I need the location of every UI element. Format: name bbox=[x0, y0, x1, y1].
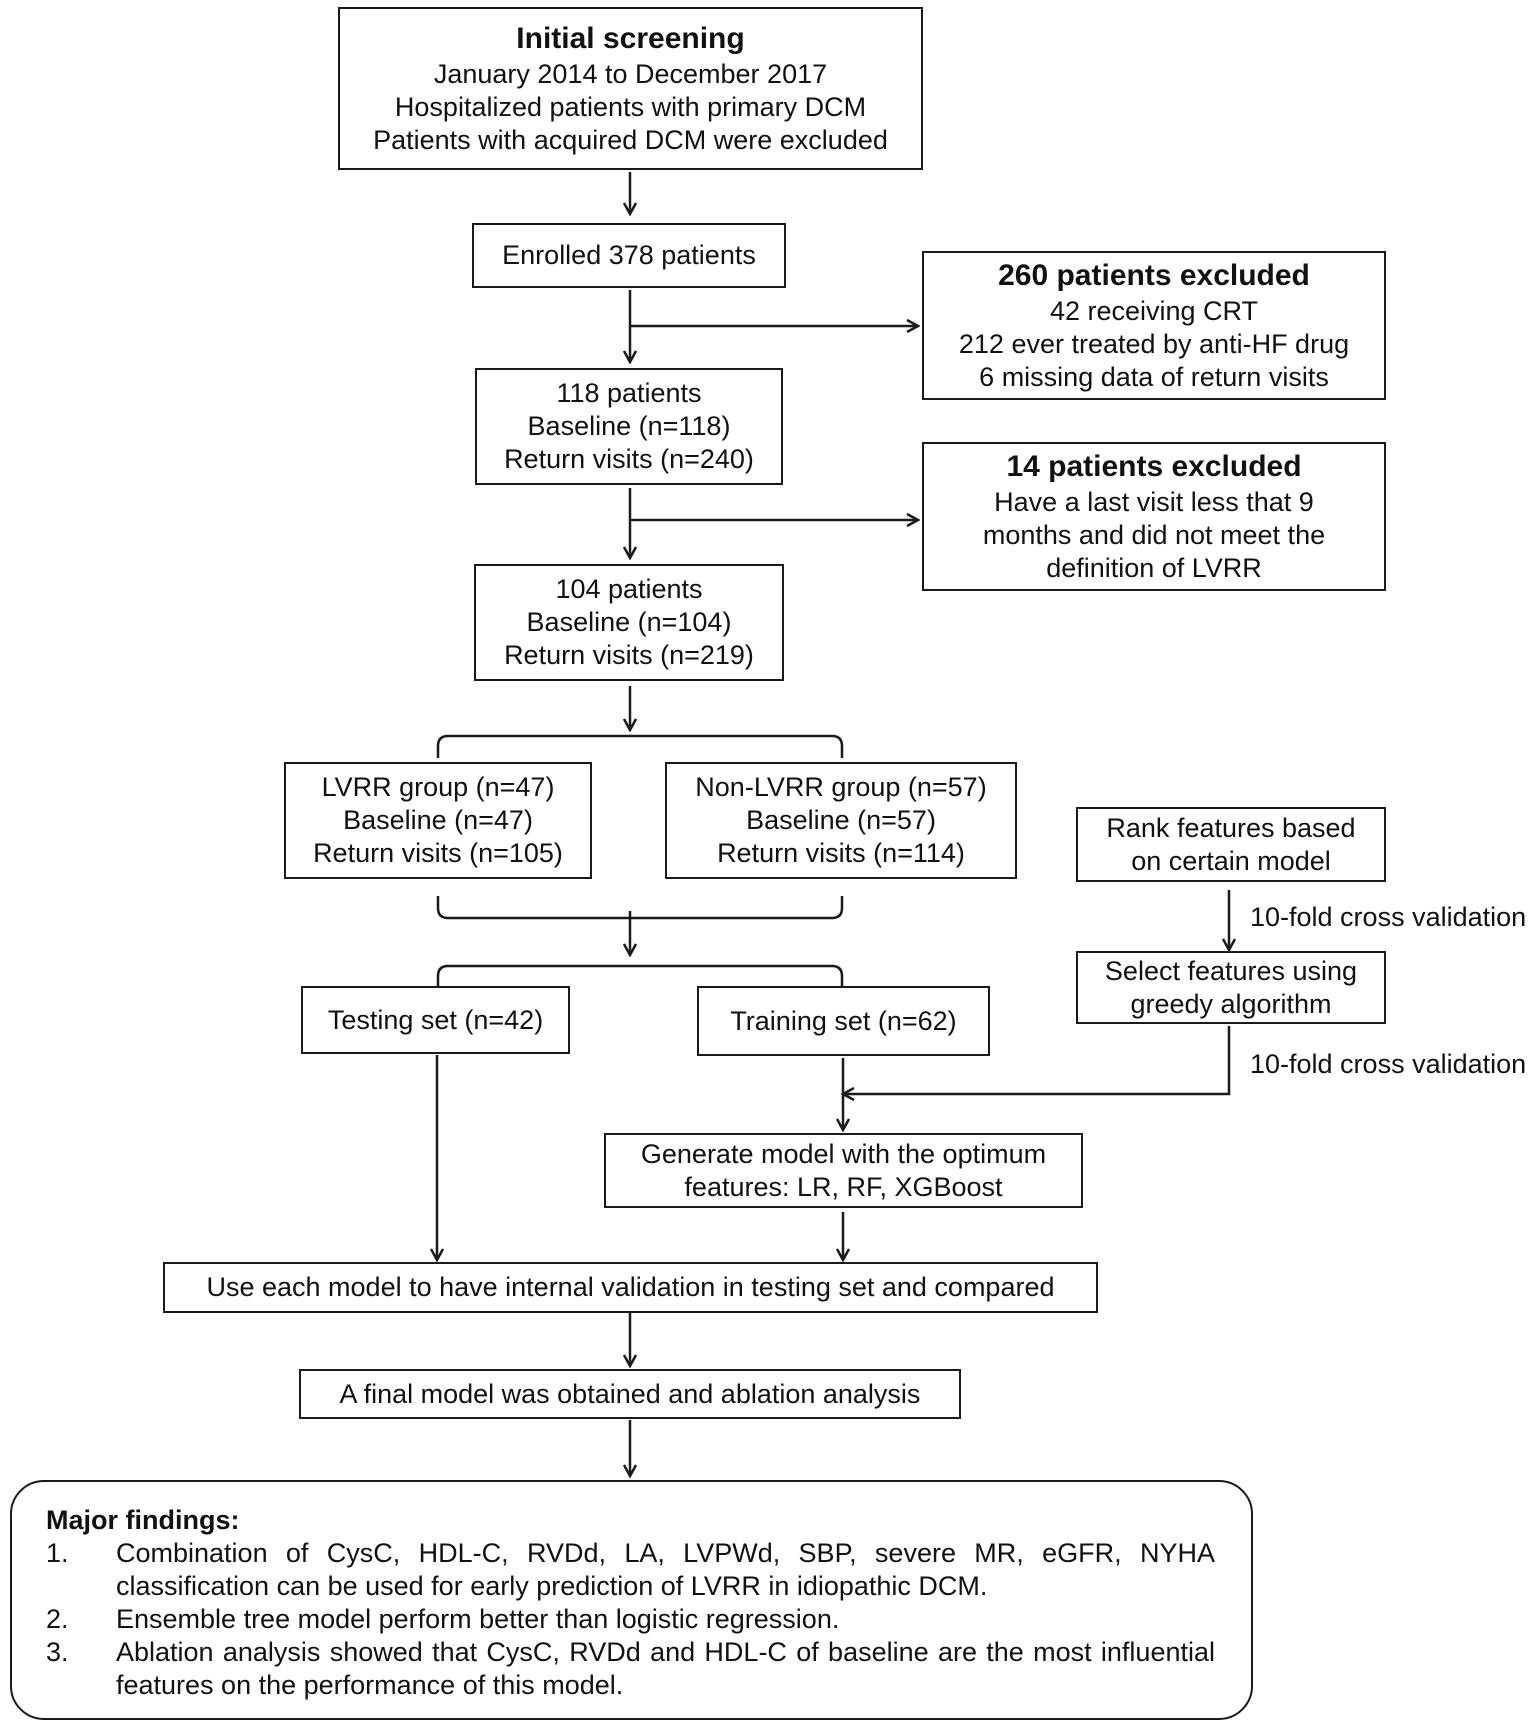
rank-features-line-2: on certain model bbox=[1131, 845, 1331, 876]
cross-validation-label-2: 10-fold cross validation bbox=[1250, 1049, 1527, 1079]
non-lvrr-group-line-2: Baseline (n=57) bbox=[746, 805, 936, 835]
non-lvrr-group-line-3: Return visits (n=114) bbox=[717, 838, 965, 868]
select-features-line-2: greedy algorithm bbox=[1130, 988, 1332, 1019]
excluded-14-line-1: Have a last visit less that 9 bbox=[994, 487, 1314, 517]
generate-model-line-1: Generate model with the optimum bbox=[640, 1138, 1047, 1169]
patients-104-line-1: 104 patients bbox=[555, 574, 703, 604]
cross-validation-label-1: 10-fold cross validation bbox=[1250, 902, 1527, 932]
excluded-14-box: 14 patients excluded Have a last visit l… bbox=[922, 442, 1386, 591]
screening-line-3: Patients with acquired DCM were excluded bbox=[373, 125, 888, 155]
finding-item: 2. Ensemble tree model perform better th… bbox=[46, 1603, 1215, 1636]
final-model-box: A final model was obtained and ablation … bbox=[299, 1369, 961, 1419]
lvrr-group-line-1: LVRR group (n=47) bbox=[321, 772, 555, 802]
enrolled-text: Enrolled 378 patients bbox=[502, 240, 756, 270]
training-set-box: Training set (n=62) bbox=[697, 986, 990, 1056]
patients-104-line-2: Baseline (n=104) bbox=[526, 607, 732, 637]
patients-118-line-3: Return visits (n=240) bbox=[504, 444, 754, 474]
rank-features-box: Rank features based on certain model bbox=[1076, 807, 1386, 882]
excluded-14-line-2: months and did not meet the bbox=[982, 520, 1326, 550]
final-model-text: A final model was obtained and ablation … bbox=[339, 1378, 921, 1409]
patients-118-line-2: Baseline (n=118) bbox=[527, 411, 731, 441]
bracket-top-sets bbox=[436, 964, 844, 988]
bracket-bottom-groups bbox=[436, 896, 844, 920]
non-lvrr-group-box: Non-LVRR group (n=57) Baseline (n=57) Re… bbox=[665, 762, 1017, 879]
finding-number: 1. bbox=[46, 1538, 69, 1568]
excluded-260-line-2: 212 ever treated by anti-HF drug bbox=[958, 329, 1350, 359]
internal-validation-text: Use each model to have internal validati… bbox=[206, 1272, 1055, 1302]
excluded-260-line-3: 6 missing data of return visits bbox=[979, 362, 1329, 392]
major-findings-box: Major findings: 1. Combination of CysC, … bbox=[10, 1480, 1253, 1720]
major-findings-title: Major findings: bbox=[46, 1505, 240, 1535]
patients-118-line-1: 118 patients bbox=[556, 378, 702, 408]
enrolled-box: Enrolled 378 patients bbox=[472, 223, 786, 288]
finding-number: 3. bbox=[46, 1637, 69, 1667]
initial-screening-box: Initial screening January 2014 to Decemb… bbox=[338, 7, 923, 170]
non-lvrr-group-line-1: Non-LVRR group (n=57) bbox=[695, 772, 987, 802]
patients-118-box: 118 patients Baseline (n=118) Return vis… bbox=[475, 368, 783, 485]
generate-model-box: Generate model with the optimum features… bbox=[604, 1133, 1083, 1208]
bracket-top-groups bbox=[436, 734, 844, 758]
finding-item: 3. Ablation analysis showed that CysC, R… bbox=[46, 1636, 1215, 1702]
select-features-box: Select features using greedy algorithm bbox=[1076, 951, 1386, 1024]
lvrr-group-line-3: Return visits (n=105) bbox=[313, 838, 563, 868]
training-set-text: Training set (n=62) bbox=[730, 1005, 957, 1036]
excluded-14-title: 14 patients excluded bbox=[1006, 450, 1302, 483]
finding-number: 2. bbox=[46, 1604, 69, 1634]
generate-model-line-2: features: LR, RF, XGBoost bbox=[684, 1171, 1003, 1202]
excluded-260-box: 260 patients excluded 42 receiving CRT 2… bbox=[922, 251, 1386, 400]
excluded-14-line-3: definition of LVRR bbox=[1046, 553, 1262, 583]
finding-text: Ensemble tree model perform better than … bbox=[116, 1604, 840, 1634]
findings-list: 1. Combination of CysC, HDL-C, RVDd, LA,… bbox=[46, 1537, 1215, 1702]
finding-text: Ablation analysis showed that CysC, RVDd… bbox=[116, 1637, 1215, 1700]
excluded-260-title: 260 patients excluded bbox=[998, 259, 1310, 292]
testing-set-box: Testing set (n=42) bbox=[301, 986, 570, 1054]
finding-item: 1. Combination of CysC, HDL-C, RVDd, LA,… bbox=[46, 1537, 1215, 1603]
select-features-line-1: Select features using bbox=[1104, 955, 1358, 986]
initial-screening-title: Initial screening bbox=[516, 22, 745, 55]
lvrr-group-box: LVRR group (n=47) Baseline (n=47) Return… bbox=[284, 762, 592, 879]
screening-line-2: Hospitalized patients with primary DCM bbox=[394, 92, 867, 122]
patients-104-box: 104 patients Baseline (n=104) Return vis… bbox=[474, 564, 784, 681]
excluded-260-line-1: 42 receiving CRT bbox=[1049, 296, 1259, 326]
testing-set-text: Testing set (n=42) bbox=[327, 1004, 544, 1035]
screening-line-1: January 2014 to December 2017 bbox=[433, 59, 828, 89]
rank-features-line-1: Rank features based bbox=[1106, 812, 1356, 843]
lvrr-group-line-2: Baseline (n=47) bbox=[343, 805, 533, 835]
patients-104-line-3: Return visits (n=219) bbox=[504, 640, 754, 670]
internal-validation-box: Use each model to have internal validati… bbox=[163, 1262, 1098, 1313]
finding-text: Combination of CysC, HDL-C, RVDd, LA, LV… bbox=[116, 1538, 1215, 1601]
